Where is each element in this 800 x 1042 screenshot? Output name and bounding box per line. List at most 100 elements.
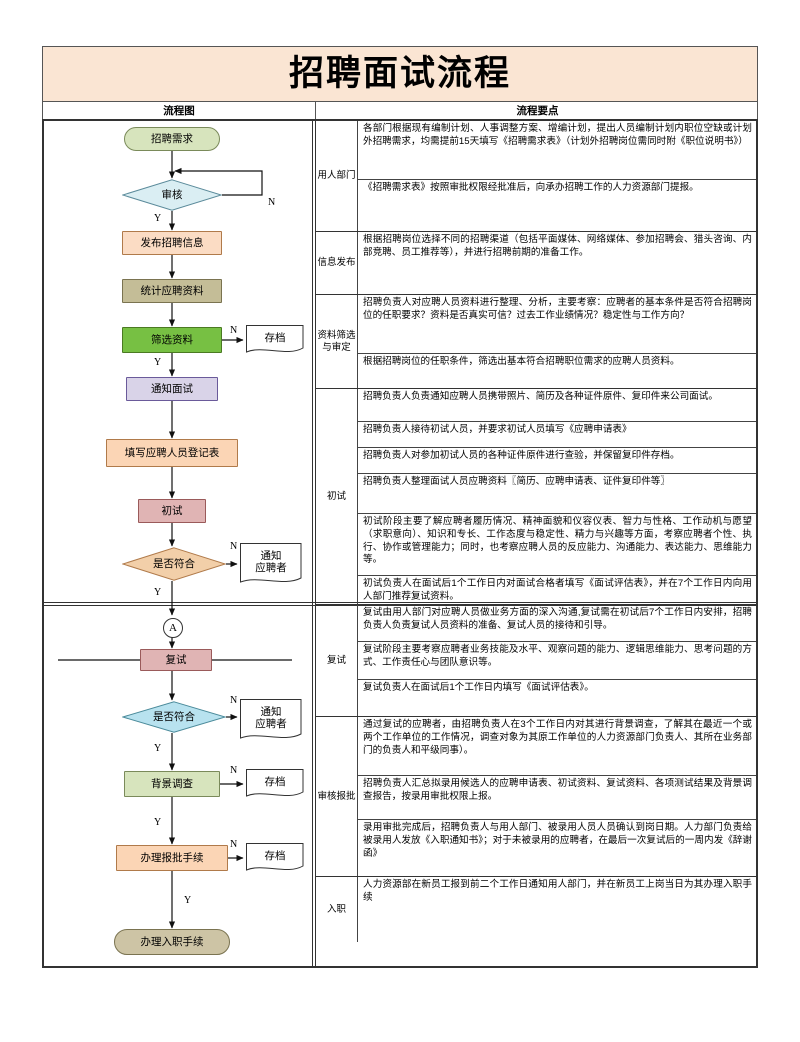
flow-node-label: 是否符合 [153,710,195,723]
table-group-rows: 通过复试的应聘者，由招聘负责人在3个工作日内对其进行背景调查，了解其在最近一个或… [358,717,756,876]
table-row: 初试负责人在面试后1个工作日内对面试合格者填写《面试评估表》，并在7个工作日内向… [358,575,756,605]
diamond-shape [122,547,226,581]
flow-node-label: 筛选资料 [151,333,193,346]
flow-document-archive2: 存档 [246,769,304,799]
edge-label-no: N [230,541,238,552]
flow-node-onboard: 办理入职手续 [114,929,230,955]
table-group-rows: 根据招聘岗位选择不同的招聘渠道（包括平面媒体、网络媒体、参加招聘会、猎头咨询、内… [358,232,756,294]
content-frame [42,119,758,968]
keypoints-table: 用人部门各部门根据现有编制计划、人事调整方案、增编计划，提出人员编制计划内职位空… [316,121,756,966]
table-row: 招聘负责人对参加初试人员的各种证件原件进行查验，并保留复印件存档。 [358,447,756,473]
flow-node-label: 填写应聘人员登记表 [124,446,220,459]
flow-node-label: 办理报批手续 [140,851,204,864]
band-separator-1 [42,602,758,606]
flow-node-label: 审核 [161,188,183,201]
header-flowchart: 流程图 [43,102,315,119]
flow-document-label: 存档 [264,849,286,862]
table-group-rows: 各部门根据现有编制计划、人事调整方案、增编计划，提出人员编制计划内职位空缺或计划… [358,121,756,231]
flow-node-label: 发布招聘信息 [140,236,204,249]
header-keypoints-label: 流程要点 [516,105,559,117]
table-row: 招聘负责人汇总拟录用候选人的应聘申请表、初试资料、复试资料、各项测试结果及背景调… [358,775,756,819]
edge-label-no: N [230,695,238,706]
flow-node-second: 复试 [140,649,212,671]
flow-node-publish: 发布招聘信息 [122,231,222,255]
flow-node-label: 初试 [161,504,183,517]
flow-document-archive1: 存档 [246,325,304,355]
table-group: 复试复试由用人部门对应聘人员做业务方面的深入沟通,复试需在初试后7个工作日内安排… [316,604,756,716]
table-row: 招聘负责人对应聘人员资料进行整理、分析，主要考察：应聘者的基本条件是否符合招聘岗… [363,297,752,321]
diamond-shape [122,179,222,211]
page-title: 招聘面试流程 [288,53,511,94]
flowchart-column: 招聘需求审核发布招聘信息统计应聘资料筛选资料通知面试填写应聘人员登记表初试是否符… [44,121,310,966]
flow-node-label: 招聘需求 [151,132,193,145]
document-shape [246,843,304,871]
document-shape [240,543,302,583]
table-group: 初试招聘负责人负责通知应聘人员携带照片、简历及各种证件原件、复印件来公司面试。招… [316,388,756,604]
flow-node-register: 填写应聘人员登记表 [106,439,238,467]
edge-label-yes: Y [154,587,162,598]
diamond-shape [122,701,226,733]
flow-node-review: 审核 [122,179,222,211]
edge-label-yes: Y [154,213,162,224]
header-flowchart-label: 流程图 [163,105,195,117]
table-row: 各部门根据现有编制计划、人事调整方案、增编计划，提出人员编制计划内职位空缺或计划… [363,123,752,147]
table-group-rows: 复试由用人部门对应聘人员做业务方面的深入沟通,复试需在初试后7个工作日内安排，招… [358,605,756,716]
edge-label-yes: Y [154,743,162,754]
flow-node-label: 背景调查 [151,777,193,790]
table-row: 招聘负责人接待初试人员，并要求初试人员填写《应聘申请表》 [358,421,756,447]
table-row: 复试负责人在面试后1个工作日内填写《面试评估表》。 [358,679,756,717]
table-row: 根据招聘岗位的任职条件，筛选出基本符合招聘职位需求的应聘人员资料。 [358,353,756,389]
flow-document-label: 通知应聘者 [255,705,287,730]
table-row: 招聘负责人整理面试人员应聘资料〖简历、应聘申请表、证件复印件等〗 [358,473,756,513]
table-row: 通过复试的应聘者，由招聘负责人在3个工作日内对其进行背景调查，了解其在最近一个或… [363,719,752,756]
table-group-rows: 招聘负责人对应聘人员资料进行整理、分析，主要考察：应聘者的基本条件是否符合招聘岗… [358,295,756,388]
flow-node-label: 统计应聘资料 [140,284,204,297]
header-keypoints: 流程要点 [315,102,759,119]
table-group-rows: 人力资源部在新员工报到前二个工作日通知用人部门，并在新员工上岗当日为其办理入职手… [358,877,756,942]
table-group-label: 用人部门 [316,121,358,231]
table-group-label: 资料筛选与审定 [316,295,358,388]
table-group-rows: 招聘负责人负责通知应聘人员携带照片、简历及各种证件原件、复印件来公司面试。招聘负… [358,389,756,604]
flow-node-need: 招聘需求 [124,127,220,151]
edge-label-no: N [230,325,238,336]
flow-node-screen: 筛选资料 [122,327,222,353]
flow-node-statistic: 统计应聘资料 [122,279,222,303]
edge-label-yes: Y [184,895,192,906]
flow-node-match1: 是否符合 [122,547,226,581]
column-headers: 流程图 流程要点 [42,102,758,119]
table-group-label: 入职 [316,877,358,942]
table-group: 信息发布根据招聘岗位选择不同的招聘渠道（包括平面媒体、网络媒体、参加招聘会、猎头… [316,231,756,294]
table-group: 用人部门各部门根据现有编制计划、人事调整方案、增编计划，提出人员编制计划内职位空… [316,121,756,231]
flow-node-label: 办理入职手续 [140,935,204,948]
document-shape [246,325,304,353]
table-row: 初试阶段主要了解应聘者履历情况、精神面貌和仪容仪表、智力与性格、工作动机与愿望（… [358,513,756,575]
flow-node-approval: 办理报批手续 [116,845,228,871]
document-shape [240,699,302,739]
flow-document-label: 存档 [264,775,286,788]
flow-node-first: 初试 [138,499,206,523]
table-group-label: 信息发布 [316,232,358,294]
flow-node-label: 通知面试 [151,382,193,395]
page-title-banner: 招聘面试流程 [42,46,758,102]
flow-node-notify: 通知面试 [126,377,218,401]
table-group: 审核报批通过复试的应聘者，由招聘负责人在3个工作日内对其进行背景调查，了解其在最… [316,716,756,876]
table-row: 人力资源部在新员工报到前二个工作日通知用人部门，并在新员工上岗当日为其办理入职手… [363,879,752,903]
edge-label-no: N [230,765,238,776]
table-row: 《招聘需求表》按照审批权限经批准后，向承办招聘工作的人力资源部门提报。 [358,179,756,231]
table-row: 根据招聘岗位选择不同的招聘渠道（包括平面媒体、网络媒体、参加招聘会、猎头咨询、内… [363,234,752,258]
table-group-label: 复试 [316,605,358,716]
flow-node-label: 是否符合 [153,557,195,570]
flow-document-notify2: 通知应聘者 [240,699,302,741]
connector-circle-a: A [163,618,183,638]
document-shape [246,769,304,797]
flow-document-label: 存档 [264,331,286,344]
table-row: 复试阶段主要考察应聘者业务技能及水平、观察问题的能力、逻辑思维能力、思考问题的方… [358,641,756,679]
table-row: 复试由用人部门对应聘人员做业务方面的深入沟通,复试需在初试后7个工作日内安排，招… [363,607,752,631]
edge-label-no: N [230,839,238,850]
column-separator [312,119,316,968]
table-group-label: 审核报批 [316,717,358,876]
edge-label-yes: Y [154,817,162,828]
flow-document-label: 通知应聘者 [255,549,287,574]
edge-label-yes: Y [154,357,162,368]
